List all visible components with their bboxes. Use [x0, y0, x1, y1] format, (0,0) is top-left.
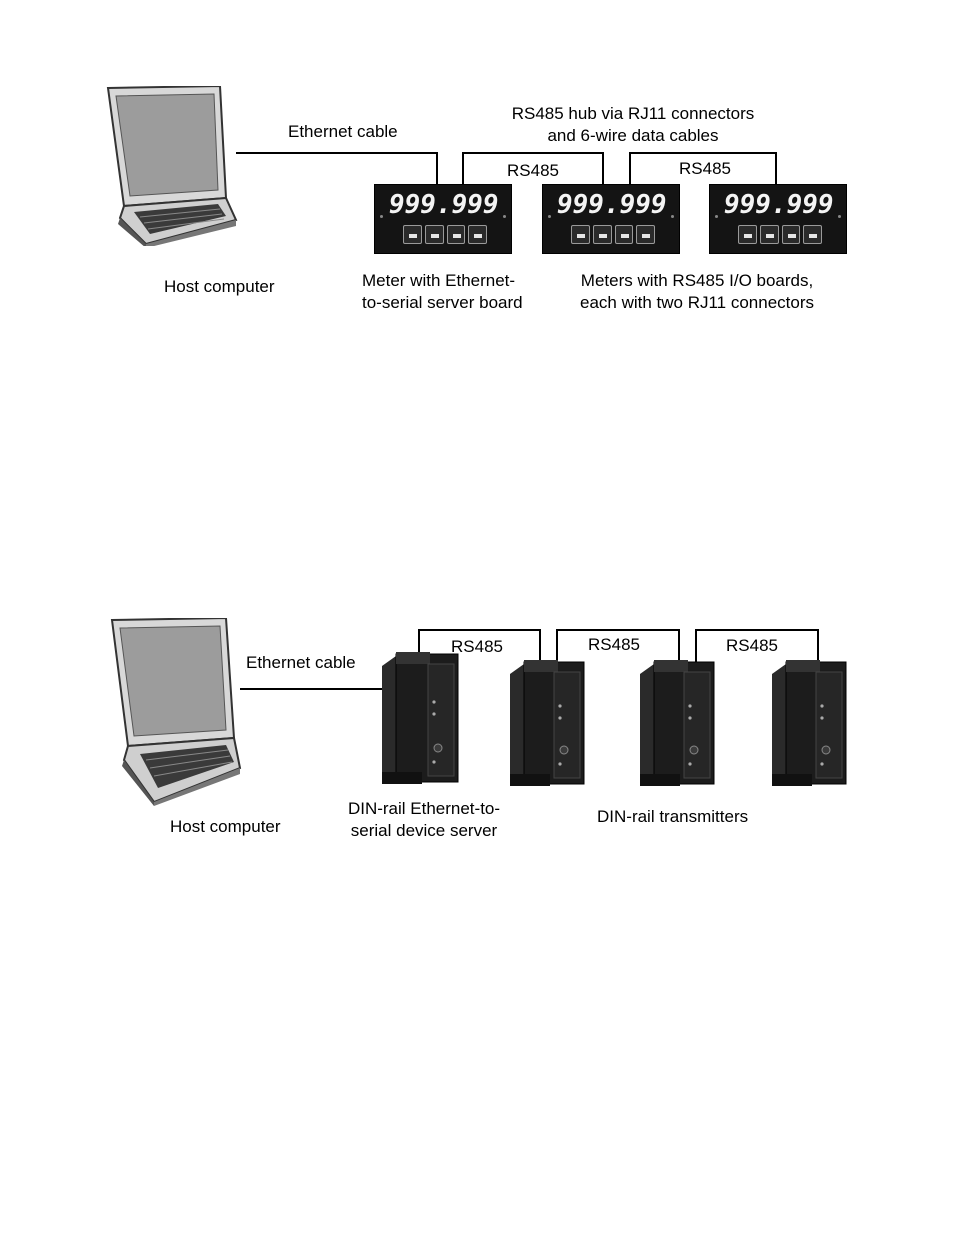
meter-display: 999.999 [389, 190, 499, 220]
rs485-label: RS485 [451, 637, 503, 656]
rs485-label: RS485 [726, 636, 778, 655]
ethernet-cable-drop [436, 152, 438, 185]
rs485-wire-a-left [462, 152, 464, 185]
panel-meter-rs485: 999.999 [542, 184, 680, 254]
rs485-wire-a-right [539, 629, 541, 662]
meter-peak-button-icon [592, 225, 612, 244]
rs485-wire-b-top [556, 629, 680, 631]
meter-alarms-button-icon [803, 225, 822, 244]
din-rail-transmitter-icon [772, 660, 847, 786]
din-rail-server-label-line1: DIN-rail Ethernet-to- [347, 799, 501, 818]
ethernet-cable-label: Ethernet cable [246, 653, 356, 672]
ethernet-cable-line [240, 688, 386, 690]
rs485-wire-b-left [629, 152, 631, 185]
rs485-meters-label-line2: each with two RJ11 connectors [579, 293, 815, 312]
laptop-icon [110, 618, 242, 806]
rs485-label: RS485 [507, 161, 559, 180]
rs485-wire-a-right [602, 152, 604, 185]
rs485-wire-c-right [817, 629, 819, 662]
rs485-wire-b-top [629, 152, 777, 154]
rs485-wire-a-left [418, 629, 420, 659]
rs485-hub-label: RS485 hub via RJ11 connectors and 6-wire… [496, 103, 770, 147]
meter-alarms-button-icon [636, 225, 655, 244]
rs485-hub-label-line1: RS485 hub via RJ11 connectors [511, 104, 755, 123]
rs485-label: RS485 [679, 159, 731, 178]
host-computer-label: Host computer [164, 277, 275, 296]
meter-buttons [738, 225, 822, 244]
rs485-hub-label-line2: and 6-wire data cables [547, 126, 719, 145]
meter-menu-button-icon [403, 225, 422, 244]
din-rail-server-label: DIN-rail Ethernet-to- serial device serv… [336, 798, 512, 842]
din-rail-transmitters-label: DIN-rail transmitters [597, 807, 749, 826]
server-meter-label: Meter with Ethernet- to-serial server bo… [362, 270, 523, 314]
rs485-wire-a-top [462, 152, 604, 154]
meter-buttons [403, 225, 487, 244]
meter-reset-button-icon [446, 225, 466, 244]
meter-display: 999.999 [557, 190, 667, 220]
server-meter-label-line2: to-serial server board [362, 293, 523, 312]
rs485-wire-a-top [418, 629, 541, 631]
rs485-wire-c-left [695, 629, 697, 662]
rs485-wire-b-right [678, 629, 680, 662]
din-rail-transmitter-icon [640, 660, 715, 786]
panel-meter-rs485: 999.999 [709, 184, 847, 254]
rs485-wire-b-right [775, 152, 777, 185]
rs485-wire-c-top [695, 629, 819, 631]
rs485-label: RS485 [588, 635, 640, 654]
meter-buttons [571, 225, 655, 244]
rs485-wire-b-left [556, 629, 558, 662]
laptop-icon [106, 86, 238, 246]
ethernet-cable-line [236, 152, 438, 154]
meter-peak-button-icon [424, 225, 444, 244]
panel-meter-server: 999.999 [374, 184, 512, 254]
meter-peak-button-icon [759, 225, 779, 244]
din-rail-transmitter-icon [510, 660, 585, 786]
meter-alarms-button-icon [468, 225, 487, 244]
din-rail-server-module-icon [382, 652, 459, 784]
rs485-meters-label: Meters with RS485 I/O boards, each with … [566, 270, 828, 314]
din-rail-server-label-line2: serial device server [350, 821, 498, 840]
meter-reset-button-icon [614, 225, 634, 244]
meter-menu-button-icon [571, 225, 590, 244]
meter-menu-button-icon [738, 225, 757, 244]
host-computer-label: Host computer [170, 817, 281, 836]
ethernet-cable-label: Ethernet cable [288, 122, 398, 141]
meter-reset-button-icon [781, 225, 801, 244]
meter-display: 999.999 [724, 190, 834, 220]
rs485-meters-label-line1: Meters with RS485 I/O boards, [580, 271, 814, 290]
server-meter-label-line1: Meter with Ethernet- [362, 271, 516, 290]
